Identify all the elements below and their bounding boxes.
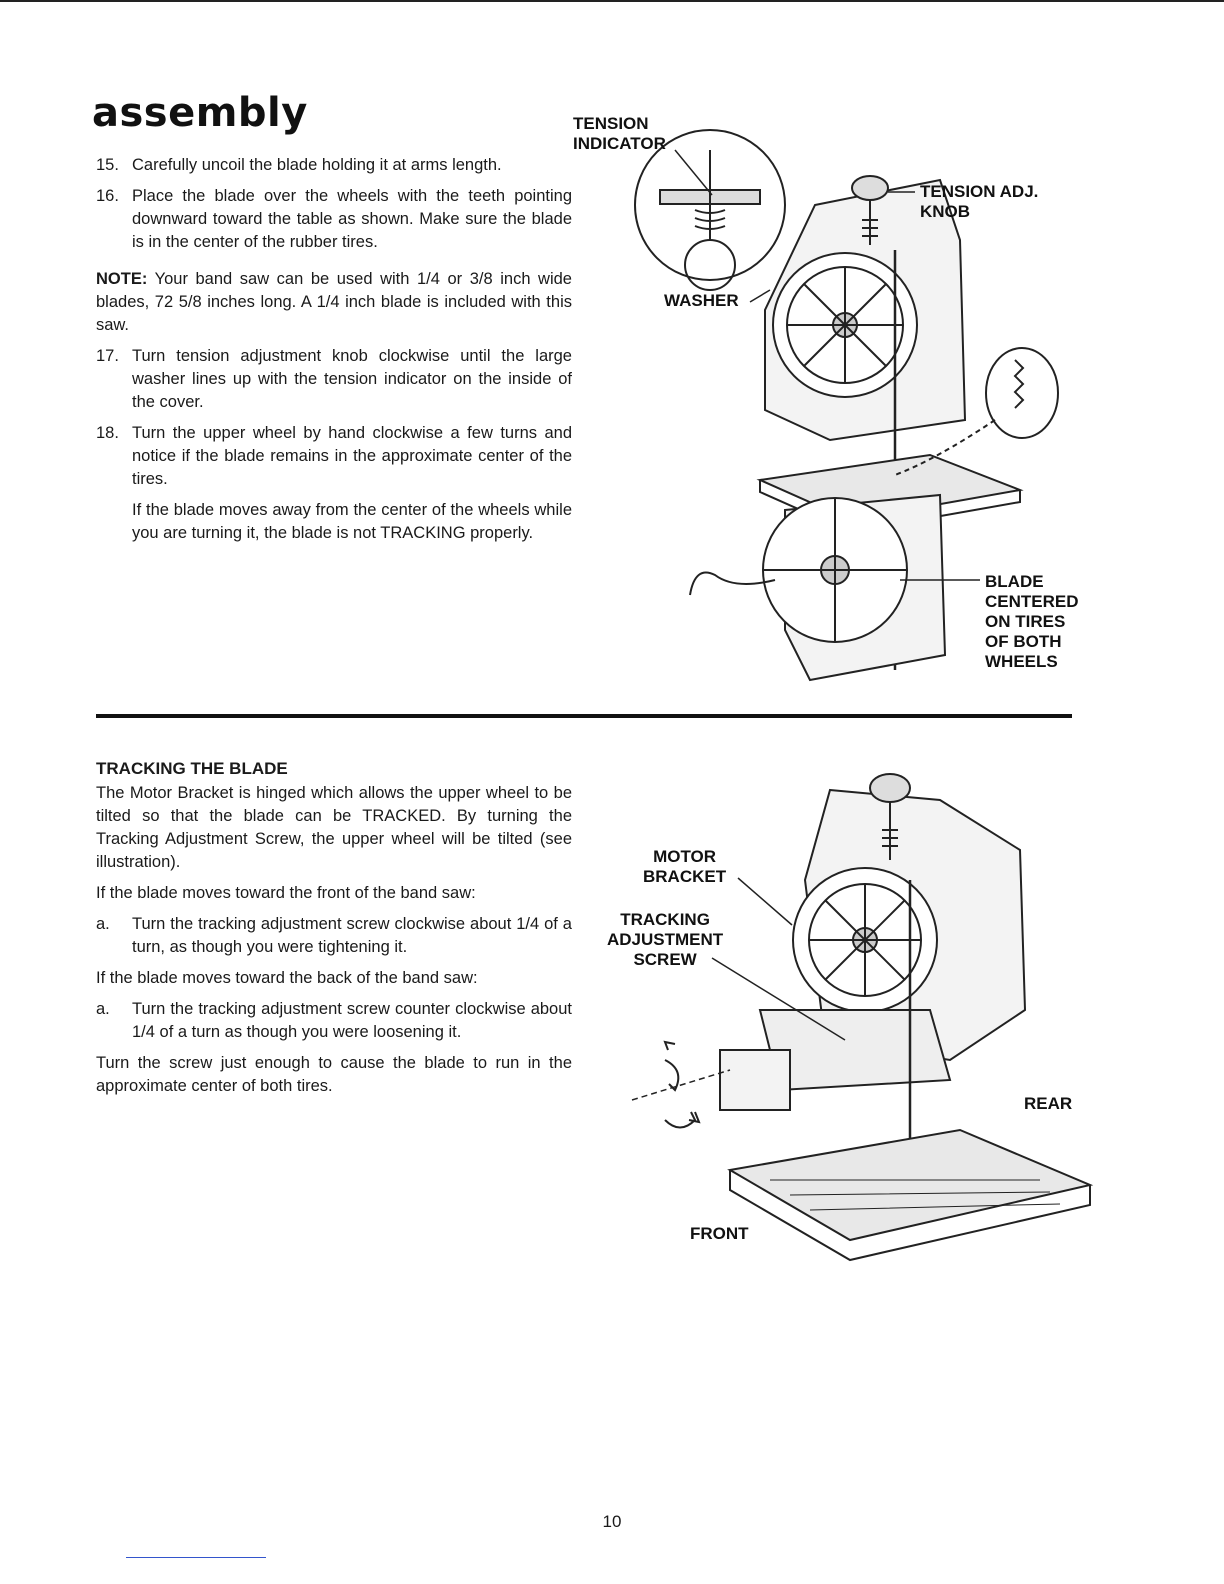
- tracking-heading: TRACKING THE BLADE: [96, 759, 288, 778]
- back-action: a. Turn the tracking adjustment screw co…: [96, 998, 572, 1044]
- step-text: Turn tension adjustment knob clockwise u…: [132, 347, 572, 411]
- tracking-intro: The Motor Bracket is hinged which allows…: [96, 784, 572, 871]
- section-title: assembly: [92, 90, 308, 136]
- step-number: 18.: [96, 424, 119, 442]
- page-number: 10: [602, 1512, 622, 1531]
- tension-indicator-label: TENSION INDICATOR: [573, 114, 666, 153]
- tension-knob: [851, 175, 889, 201]
- step-17: 17. Turn tension adjustment knob clockwi…: [96, 345, 572, 414]
- front-action: a. Turn the tracking adjustment screw cl…: [96, 913, 572, 959]
- bandsaw-tension-figure: [634, 129, 1059, 682]
- action-letter: a.: [96, 915, 110, 933]
- front-condition: If the blade moves toward the front of t…: [96, 884, 476, 902]
- top-rule: [0, 0, 1224, 2]
- tracking-screw-label: TRACKING ADJUSTMENT SCREW: [607, 910, 724, 969]
- rotate-arrow-icon: [664, 1111, 701, 1129]
- tracking-text-column: TRACKING THE BLADE The Motor Bracket is …: [96, 757, 572, 1106]
- note-paragraph: NOTE: Your band saw can be used with 1/4…: [96, 268, 572, 337]
- step-15: 15. Carefully uncoil the blade holding i…: [96, 154, 572, 177]
- tension-knob: [869, 773, 911, 803]
- step-number: 17.: [96, 347, 119, 365]
- motor: [719, 1049, 791, 1111]
- step-18-followup: If the blade moves away from the center …: [132, 501, 572, 542]
- note-text: Your band saw can be used with 1/4 or 3/…: [96, 270, 572, 334]
- saw-table: [727, 1128, 1094, 1242]
- step-text: Turn the upper wheel by hand clockwise a…: [132, 424, 572, 488]
- note-label: NOTE:: [96, 270, 148, 288]
- motor-bracket-label: MOTOR BRACKET: [643, 847, 727, 886]
- section-divider: [96, 714, 1072, 718]
- bandsaw-tracking-figure: [631, 773, 1094, 1262]
- rotate-arrow-icon: [663, 1040, 680, 1092]
- action-letter: a.: [96, 1000, 110, 1018]
- action-text: Turn the tracking adjustment screw count…: [132, 1000, 572, 1041]
- blade-centered-label: BLADE CENTERED ON TIRES OF BOTH WHEELS: [985, 572, 1079, 671]
- front-label: FRONT: [690, 1224, 749, 1243]
- blade-teeth-inset: [985, 347, 1059, 439]
- back-condition: If the blade moves toward the back of th…: [96, 969, 478, 987]
- rear-label: REAR: [1024, 1094, 1073, 1113]
- step-number: 16.: [96, 187, 119, 205]
- footer-line: [126, 1557, 266, 1558]
- tracking-closing: Turn the screw just enough to cause the …: [96, 1054, 572, 1095]
- action-text: Turn the tracking adjustment screw clock…: [132, 915, 572, 956]
- washer-label: WASHER: [664, 291, 739, 310]
- tension-knob-label: TENSION ADJ. KNOB: [920, 182, 1039, 221]
- step-18: 18. Turn the upper wheel by hand clockwi…: [96, 422, 572, 491]
- step-text: Place the blade over the wheels with the…: [132, 187, 572, 251]
- step-number: 15.: [96, 156, 119, 174]
- power-cord: [689, 571, 776, 596]
- step-text: Carefully uncoil the blade holding it at…: [132, 156, 502, 174]
- upper-text-column: 15. Carefully uncoil the blade holding i…: [96, 154, 572, 553]
- step-16: 16. Place the blade over the wheels with…: [96, 185, 572, 254]
